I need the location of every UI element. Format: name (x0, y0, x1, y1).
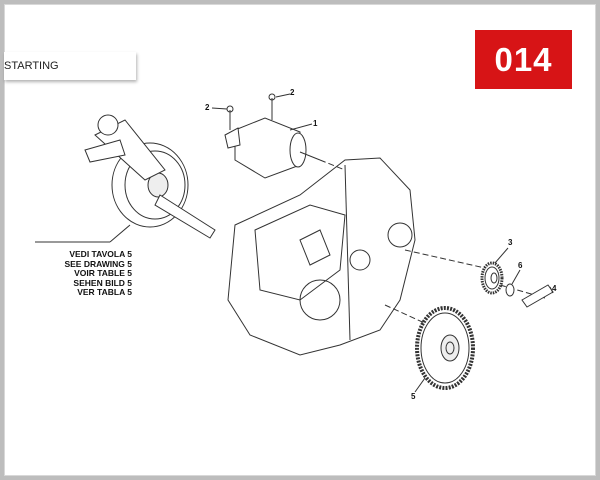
reference-line: VOIR TABLE 5 (74, 268, 132, 278)
starter-motor (211, 93, 321, 179)
reference-line: VER TABLA 5 (77, 287, 132, 297)
reference-note: VEDI TAVOLA 5 SEE DRAWING 5 VOIR TABLE 5… (30, 249, 132, 298)
reference-line: SEHEN BILD 5 (73, 277, 132, 288)
callout-6: 6 (518, 261, 523, 270)
page-number-badge: 014 (475, 30, 572, 89)
callout-4: 4 (552, 284, 557, 293)
callout-2: 2 (290, 88, 295, 97)
callout-3: 3 (508, 238, 513, 247)
callout-2: 2 (205, 103, 210, 112)
reference-line: SEE DRAWING 5 (64, 258, 132, 269)
starter-driven-gear (414, 306, 475, 393)
crankcase (227, 157, 416, 356)
section-title: STARTING (4, 52, 136, 80)
reference-line: VEDI TAVOLA 5 (69, 249, 132, 259)
callout-5: 5 (411, 392, 416, 401)
callout-1: 1 (313, 119, 318, 128)
washer (505, 269, 521, 297)
crankshaft (35, 114, 216, 243)
gear-pin (521, 284, 554, 308)
intermediate-gear (480, 247, 509, 295)
